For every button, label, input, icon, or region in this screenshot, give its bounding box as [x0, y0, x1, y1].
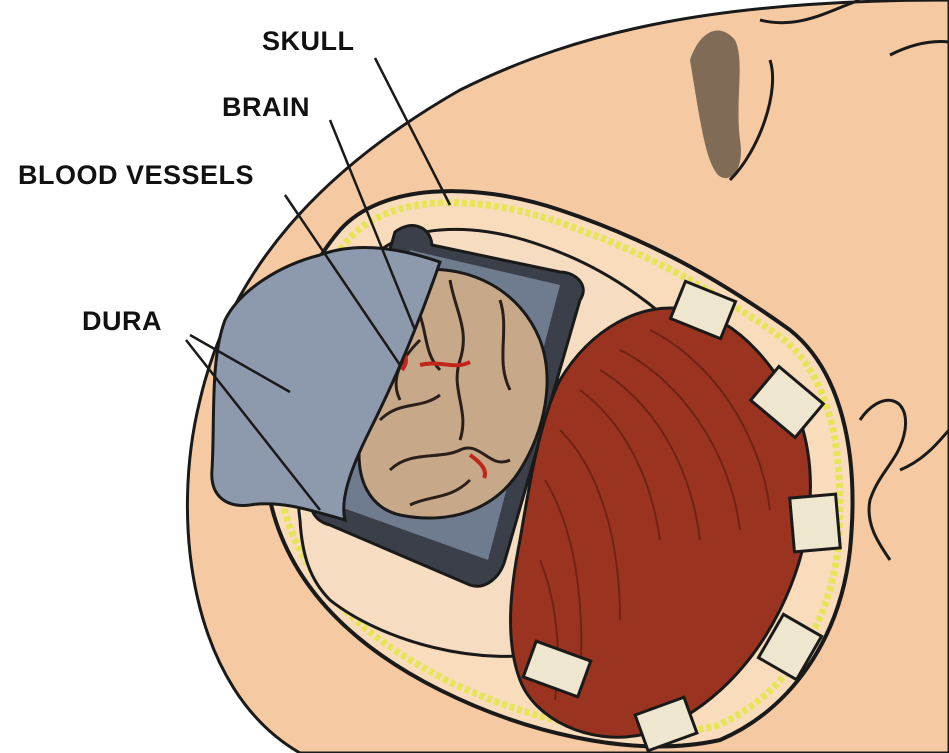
label-brain: BRAIN — [222, 94, 310, 121]
label-skull: SKULL — [262, 28, 355, 55]
label-blood-vessels: BLOOD VESSELS — [18, 162, 254, 189]
clip-3 — [790, 494, 841, 552]
label-dura: DURA — [82, 308, 162, 335]
